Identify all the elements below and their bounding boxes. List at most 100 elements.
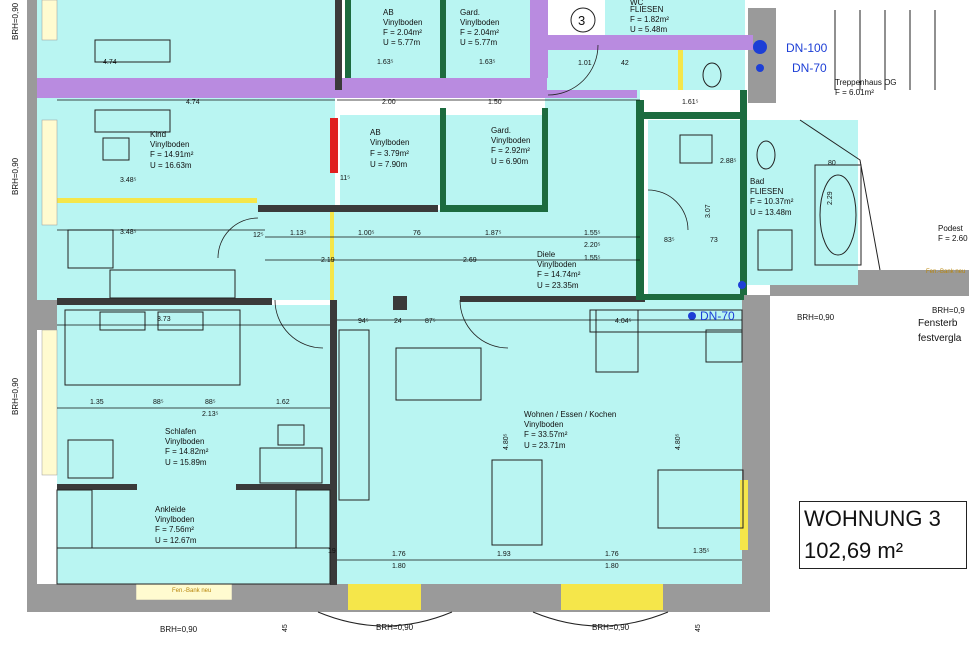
wall-diele-bottom [460, 296, 645, 302]
dim-162: 1.62 [276, 399, 290, 406]
dim-19: 19 [328, 548, 336, 555]
label-ab2-name: AB [370, 128, 381, 137]
dim-11: 11⁵ [340, 175, 350, 182]
label-wohnen-floor: Vinylboden [524, 420, 563, 429]
label-diele-area: F = 14.74m² [537, 270, 581, 279]
dim-80: 80 [828, 160, 836, 167]
room-ab1-fill [345, 0, 440, 78]
dim-150: 1.50 [488, 99, 502, 106]
label-podest-name: Podest [938, 224, 964, 233]
label-gard2-floor: Vinylboden [491, 136, 530, 145]
door-wohnen [459, 299, 509, 349]
bathtub-frame [814, 164, 862, 266]
label-diele-perim: U = 23.35m [537, 281, 579, 290]
outer-wall-top-right [748, 8, 776, 103]
toilet-wc [702, 62, 722, 88]
wall-green-5 [636, 100, 644, 300]
dim-161: 1.61⁵ [682, 99, 699, 106]
dim-87: 87⁵ [425, 318, 436, 325]
label-ankleide-name: Ankleide [155, 505, 186, 514]
desk-schlafen [259, 447, 323, 484]
toilet-bad [756, 140, 776, 170]
label-brh-left-mid: BRH=0,90 [11, 157, 20, 195]
dim-480b: 4.80⁵ [675, 433, 682, 450]
pipe-dn70c [688, 312, 696, 320]
label-gard2-area: F = 2.92m² [491, 146, 530, 155]
shower-bad [757, 229, 793, 271]
dim-45b: 45 [695, 624, 702, 632]
label-fenbank-bottom: Fen.-Bank neu [172, 588, 211, 594]
wall-vertical-schlafen [330, 300, 337, 585]
dim-42: 42 [621, 60, 629, 67]
chair-schlafen [277, 424, 305, 446]
room-bad-low-fill [648, 230, 743, 295]
label-diele-name: Diele [537, 250, 556, 259]
wall-kind-schlafen [57, 298, 272, 305]
sill-bottom-2 [561, 584, 663, 610]
room-wohnen-fill [337, 300, 742, 584]
dim-229: 2.29 [827, 191, 834, 205]
label-kind-area: F = 14.91m² [150, 150, 194, 159]
purple-strip-top [37, 78, 547, 90]
room-gard1-fill [445, 0, 530, 78]
label-brh-left-top: BRH=0,90 [11, 2, 20, 40]
dim-219: 2.19 [321, 257, 335, 264]
dim-474b: 4.74 [186, 99, 200, 106]
label-gard2-name: Gard. [491, 126, 511, 135]
bathtub [819, 174, 857, 256]
room-ankleide-fill [57, 490, 330, 584]
label-wc-floor: FLIESEN [630, 5, 664, 14]
label-dn100: DN-100 [786, 41, 828, 55]
dim-220: 2.20⁵ [584, 242, 601, 249]
wall-green-6 [644, 112, 744, 119]
room-top-left-fill [37, 0, 335, 78]
dim-163a: 1.63⁵ [377, 59, 394, 66]
room-ab2-fill [340, 115, 440, 205]
dim-101: 1.01 [578, 60, 592, 67]
dim-180a: 1.80 [392, 563, 406, 570]
pillow-1 [99, 311, 146, 331]
room-diele-fill [265, 210, 640, 300]
door-wc [547, 44, 599, 96]
wardrobe-kind [109, 269, 236, 299]
dim-480a: 4.80⁵ [503, 433, 510, 450]
dim-45a: 45 [282, 624, 289, 632]
desk-top [94, 39, 171, 63]
room-schlafen-fill [57, 305, 330, 490]
pillar-left-3 [27, 300, 57, 330]
outer-wall-right [742, 295, 770, 612]
armchair-schlafen [67, 439, 114, 479]
label-ankleide-area: F = 7.56m² [155, 525, 194, 534]
yellow-strip-right [740, 480, 748, 550]
label-schlafen-perim: U = 15.89m [165, 458, 207, 467]
door-bad [647, 189, 689, 231]
chair-kind [102, 137, 130, 161]
label-schlafen-name: Schlafen [165, 427, 196, 436]
dim-113: 1.13⁵ [290, 230, 307, 237]
sink-bad [679, 134, 713, 164]
label-brh-bay1: BRH=0,90 [376, 623, 414, 632]
label-podest-area: F = 2.60 [938, 234, 968, 243]
wall-green-9 [345, 0, 351, 78]
label-brh-left-low: BRH=0,90 [11, 377, 20, 415]
label-kind-perim: U = 16.63m [150, 161, 192, 170]
yellow-wall-vert [330, 205, 334, 300]
dim-474a: 4.74 [103, 59, 117, 66]
yellow-left-3 [41, 0, 58, 41]
label-ab1-perim: U = 5.77m [383, 38, 420, 47]
label-brh-right1: BRH=0,90 [797, 313, 835, 322]
door-schlafen [274, 299, 324, 349]
dim-100: 1.00⁵ [358, 230, 375, 237]
stove [705, 329, 743, 363]
label-gard1-perim: U = 5.77m [460, 38, 497, 47]
label-fenster1: Fensterb [918, 318, 958, 329]
dim-135b: 1.35⁵ [693, 548, 710, 555]
label-kind-name: Kind [150, 130, 166, 139]
wall-green-8 [644, 294, 744, 300]
dim-163b: 1.63⁵ [479, 59, 496, 66]
label-dn70b: DN-70 [700, 309, 735, 323]
dim-155b: 1.55⁵ [584, 255, 601, 262]
label-diele-floor: Vinylboden [537, 260, 576, 269]
yellow-left-2 [41, 329, 58, 476]
